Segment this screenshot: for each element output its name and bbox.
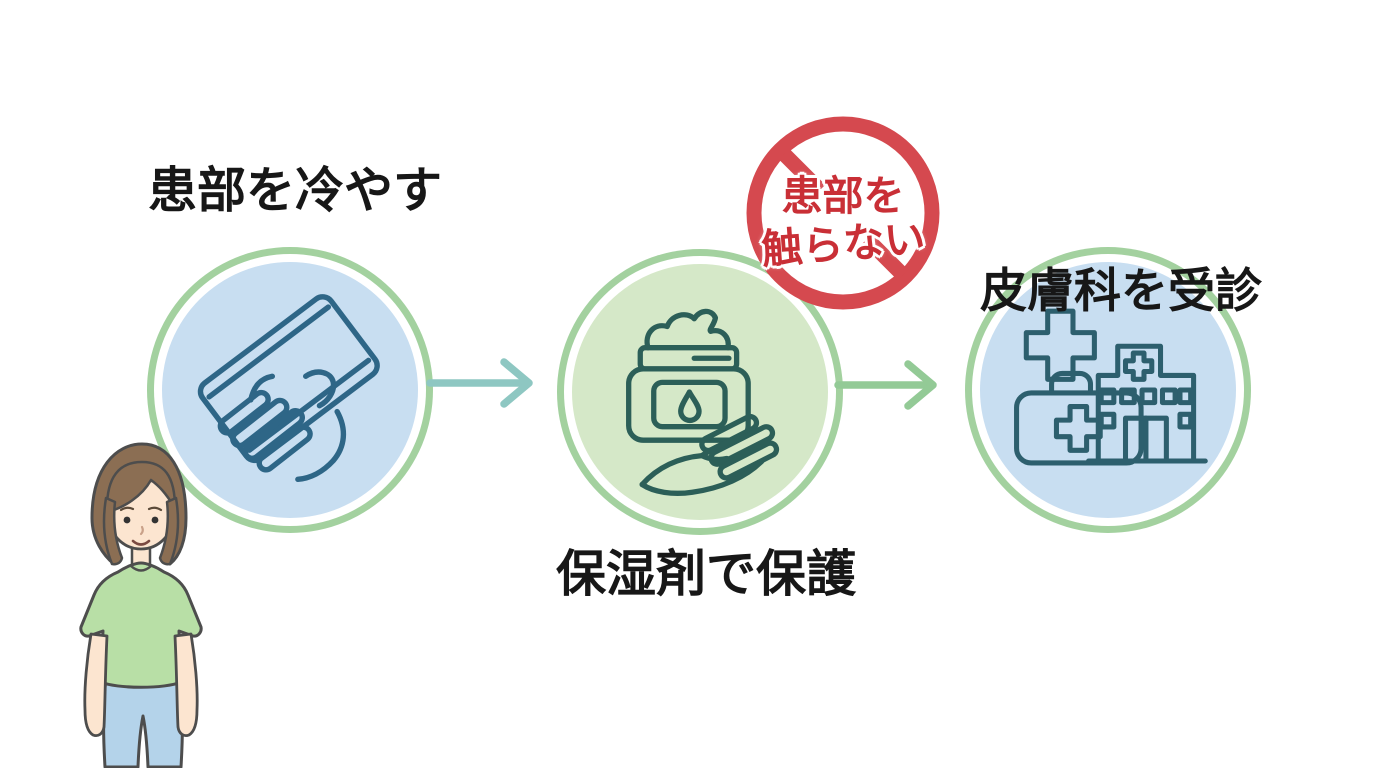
step-1-label: 患部を冷やす — [148, 164, 443, 218]
woman-illustration — [79, 442, 203, 768]
prohibition-text-line-1: 患部を — [781, 173, 905, 219]
step-2-label: 保湿剤で保護 — [556, 546, 856, 602]
no-touch-prohibition-icon: 患部を 触らない — [740, 108, 946, 318]
step-3-circle — [980, 262, 1236, 518]
cold-compress-icon — [197, 294, 380, 483]
step-2-circle — [572, 264, 828, 520]
step-1-circle — [162, 262, 418, 518]
step-3-label: 皮膚科を受診 — [980, 264, 1262, 317]
arrow-right-icon — [426, 358, 533, 408]
hospital-icon — [1014, 308, 1208, 466]
arrow-right-icon — [834, 360, 937, 410]
moisturizer-hand-icon — [626, 308, 780, 496]
